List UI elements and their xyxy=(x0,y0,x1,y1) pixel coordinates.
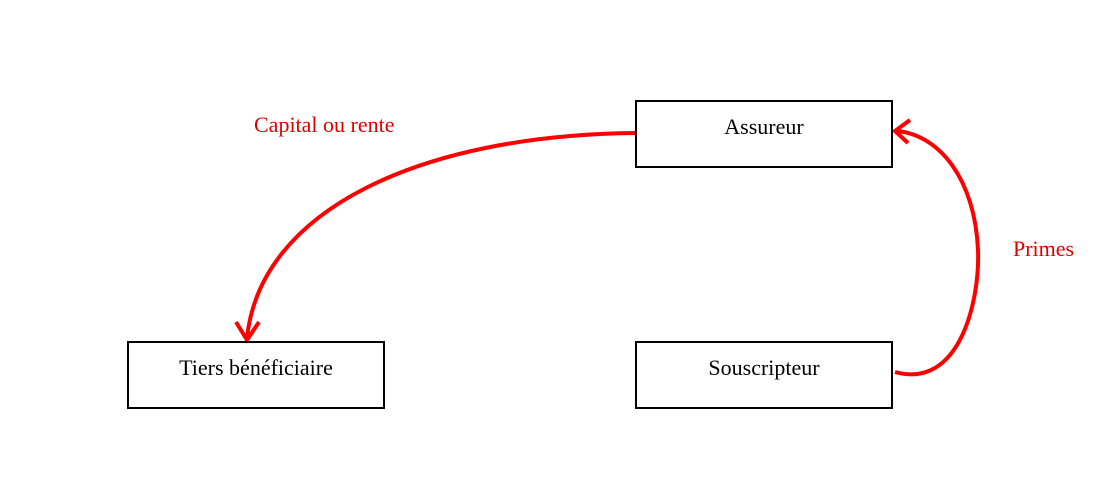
arrowhead-primes xyxy=(891,118,912,145)
node-assureur: Assureur xyxy=(635,100,893,168)
node-label: Tiers bénéficiaire xyxy=(179,355,333,380)
arrow-primes xyxy=(894,129,981,377)
node-souscripteur: Souscripteur xyxy=(635,341,893,409)
arrowhead-capital xyxy=(234,320,261,344)
node-label: Souscripteur xyxy=(708,355,820,380)
arrow-capital xyxy=(245,131,637,339)
edge-label-primes: Primes xyxy=(1013,236,1075,261)
node-tiers-beneficiaire: Tiers bénéficiaire xyxy=(127,341,385,409)
node-label: Assureur xyxy=(724,114,804,139)
edge-label-capital: Capital ou rente xyxy=(254,112,395,137)
